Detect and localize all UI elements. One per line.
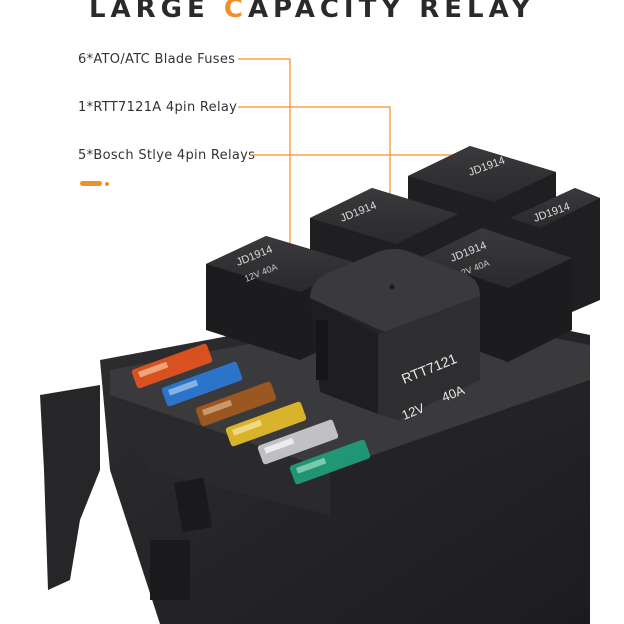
fuse-green (289, 439, 371, 485)
callout-bosch-relays: 5*Bosch Stlye 4pin Relays (78, 148, 256, 163)
fuse-brown (195, 381, 277, 427)
relay-rtt7121: RTT7121 12V 40A (310, 249, 480, 423)
fuse-blue (161, 361, 243, 407)
title-part-1: LARGE (88, 0, 224, 24)
page-title: LARGE CAPACITY RELAY (0, 0, 624, 24)
callout-fuses: 6*ATO/ATC Blade Fuses (78, 52, 236, 67)
title-accent-letter: C (223, 0, 248, 24)
fuse-clear (257, 419, 339, 465)
blade-fuses (131, 343, 371, 485)
accent-dash (80, 181, 102, 186)
callout-rtt-relay: 1*RTT7121A 4pin Relay (78, 100, 238, 115)
title-part-2: APACITY RELAY (247, 0, 536, 24)
fuse-yellow (225, 401, 307, 447)
accent-dot (105, 182, 109, 186)
fuse-orange (131, 343, 213, 389)
mounting-bracket (40, 385, 100, 590)
